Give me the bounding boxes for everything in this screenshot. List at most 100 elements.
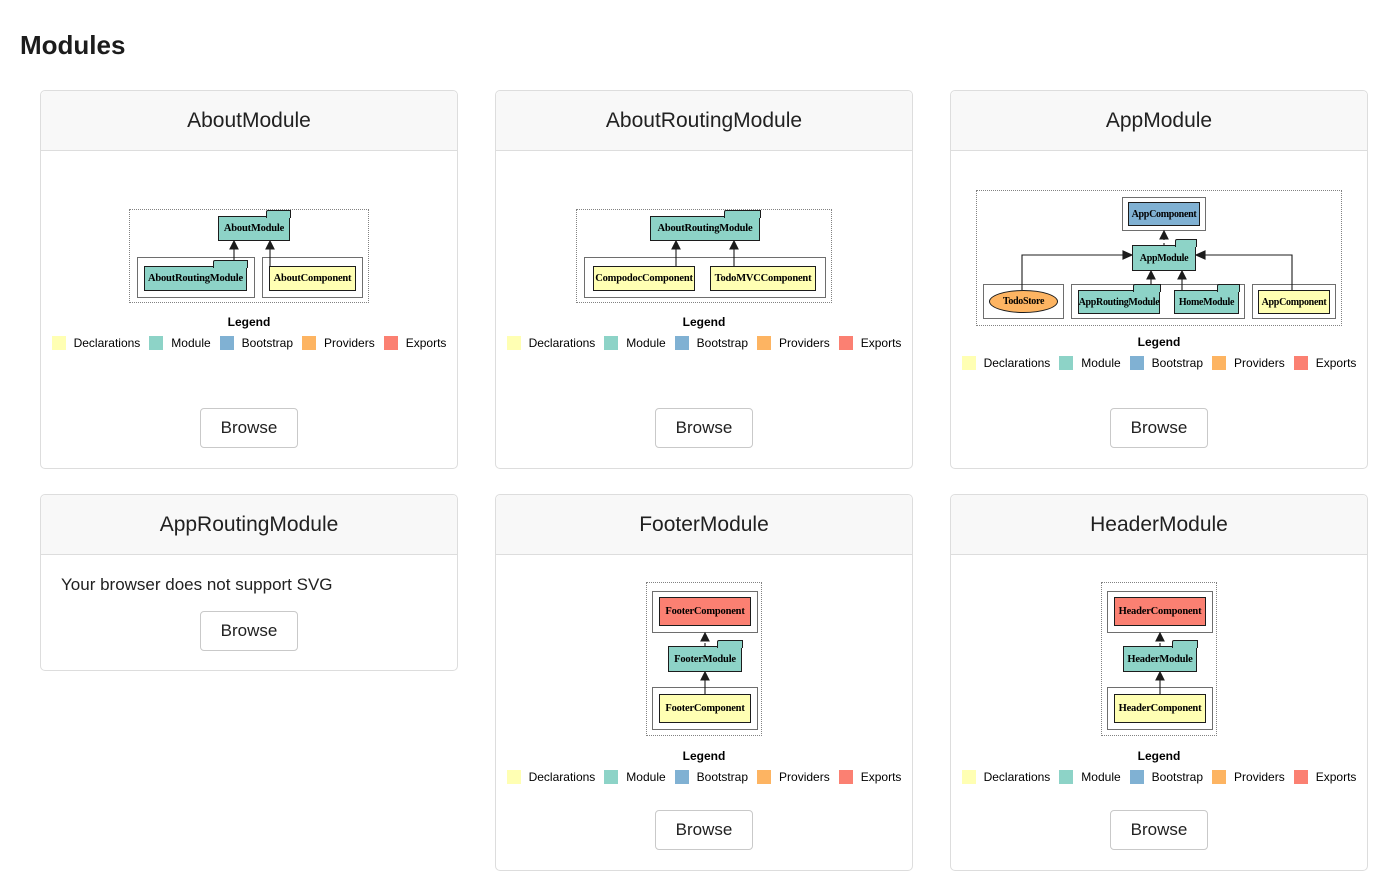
legend-title: Legend xyxy=(1137,749,1181,763)
module-title: FooterModule xyxy=(639,512,769,536)
legend-swatch-module xyxy=(604,336,619,350)
legend-label: Providers xyxy=(1234,356,1285,370)
browse-row: Browse xyxy=(496,408,912,448)
graph-node-module: HeaderModule xyxy=(1123,639,1198,672)
graph-node-import: AppRoutingModule xyxy=(1078,283,1161,314)
module-card-footer-module: FooterModule FooterComponent FooterModul… xyxy=(495,494,913,871)
page-title: Modules xyxy=(20,30,126,60)
legend-item: Exports xyxy=(1293,356,1357,370)
legend-item: Bootstrap xyxy=(1129,770,1203,784)
legend-item: Providers xyxy=(1212,770,1285,784)
legend-item: Module xyxy=(1059,356,1121,370)
graph-node-import: HomeModule xyxy=(1174,283,1240,314)
legend-swatch-providers xyxy=(757,770,772,784)
graph-node-declaration: CompodocComponent xyxy=(593,266,695,291)
card-header: HeaderModule xyxy=(951,495,1367,555)
legend-item: Module xyxy=(604,336,666,350)
legend-item: Providers xyxy=(1212,356,1285,370)
browse-row: Browse xyxy=(61,611,437,651)
svg-fallback-message: Your browser does not support SVG xyxy=(61,575,333,594)
legend-swatch-exports xyxy=(1293,770,1308,784)
legend-label: Declarations xyxy=(73,336,141,350)
module-title: AppRoutingModule xyxy=(159,512,339,536)
module-dependency-diagram: AppComponent AppModule TodoStore AppRout… xyxy=(976,190,1342,326)
card-header: AboutModule xyxy=(41,91,457,151)
browse-row: Browse xyxy=(951,408,1367,448)
legend-swatch-declarations xyxy=(961,770,976,784)
graph-node-module: AboutRoutingModule xyxy=(650,209,761,241)
browse-button[interactable]: Browse xyxy=(654,810,754,850)
legend-swatch-bootstrap xyxy=(674,336,689,350)
module-dependency-diagram: AboutRoutingModule CompodocComponent Tod… xyxy=(576,209,832,303)
legend-label: Declarations xyxy=(983,770,1051,784)
browse-button[interactable]: Browse xyxy=(1109,810,1209,850)
legend-swatch-bootstrap xyxy=(1129,770,1144,784)
graph-node-declaration: AboutComponent xyxy=(269,266,356,291)
module-card-about-routing-module: AboutRoutingModule AboutRoutingModule Co… xyxy=(495,90,913,469)
card-body: FooterComponent FooterModule FooterCompo… xyxy=(496,555,912,870)
legend-label: Bootstrap xyxy=(696,770,749,784)
legend-item: Exports xyxy=(383,336,446,350)
graph-node-declaration: HeaderComponent xyxy=(1114,694,1206,723)
legend-label: Providers xyxy=(324,336,375,350)
legend-label: Module xyxy=(1081,356,1121,370)
browse-button[interactable]: Browse xyxy=(1109,408,1209,448)
legend-label: Bootstrap xyxy=(241,336,294,350)
legend-label: Exports xyxy=(860,336,902,350)
modules-grid: AboutModule AboutModule AboutRoutingModu… xyxy=(40,90,1400,871)
card-header: AppRoutingModule xyxy=(41,495,457,555)
legend-label: Exports xyxy=(1315,770,1357,784)
legend-item: Exports xyxy=(838,770,901,784)
card-body: Your browser does not support SVG Browse xyxy=(41,555,457,670)
module-card-app-module: AppModule xyxy=(950,90,1368,469)
legend-label: Module xyxy=(626,770,666,784)
legend-item: Module xyxy=(149,336,211,350)
card-header: AboutRoutingModule xyxy=(496,91,912,151)
legend-swatch-providers xyxy=(1212,770,1227,784)
legend-label: Providers xyxy=(779,336,830,350)
legend-label: Module xyxy=(171,336,211,350)
legend-swatch-module xyxy=(604,770,619,784)
legend-swatch-exports xyxy=(1293,356,1308,370)
legend-item: Module xyxy=(1059,770,1121,784)
legend-title: Legend xyxy=(682,315,726,329)
legend-label: Module xyxy=(626,336,666,350)
browse-button[interactable]: Browse xyxy=(654,408,754,448)
legend-item: Providers xyxy=(302,336,375,350)
legend-swatch-module xyxy=(1059,356,1074,370)
legend-swatch-bootstrap xyxy=(1129,356,1144,370)
legend-swatch-providers xyxy=(1212,356,1227,370)
module-card-app-routing-module: AppRoutingModule Your browser does not s… xyxy=(40,494,458,671)
graph-node-module: FooterModule xyxy=(668,639,743,672)
legend-item: Declarations xyxy=(961,356,1050,370)
browse-button[interactable]: Browse xyxy=(199,611,299,651)
browse-row: Browse xyxy=(496,810,912,850)
legend-swatch-bootstrap xyxy=(219,336,234,350)
browse-row: Browse xyxy=(41,408,457,448)
legend-swatch-module xyxy=(1059,770,1074,784)
legend-item: Exports xyxy=(838,336,902,350)
legend-label: Providers xyxy=(779,770,830,784)
modules-page: Modules AboutModule AboutModule xyxy=(0,30,1400,871)
legend-swatch-providers xyxy=(757,336,772,350)
graph-node-provider: TodoStore xyxy=(989,290,1058,313)
module-dependency-diagram: FooterComponent FooterModule FooterCompo… xyxy=(646,582,762,736)
graph-legend: Legend Declarations Module Bootstrap Provid… xyxy=(496,749,912,784)
legend-item: Bootstrap xyxy=(674,336,748,350)
legend-label: Exports xyxy=(1315,356,1357,370)
legend-item: Exports xyxy=(1293,770,1357,784)
legend-label: Declarations xyxy=(528,770,596,784)
legend-swatch-bootstrap xyxy=(674,770,689,784)
legend-title: Legend xyxy=(682,749,726,763)
graph-node-export: FooterComponent xyxy=(659,597,751,626)
legend-swatch-declarations xyxy=(506,336,521,350)
legend-title: Legend xyxy=(1137,335,1181,349)
browse-button[interactable]: Browse xyxy=(199,408,299,448)
module-title: AboutRoutingModule xyxy=(605,108,803,132)
browse-row: Browse xyxy=(951,810,1367,850)
legend-label: Module xyxy=(1081,770,1121,784)
module-dependency-diagram: HeaderComponent HeaderModule HeaderCompo… xyxy=(1101,582,1217,736)
